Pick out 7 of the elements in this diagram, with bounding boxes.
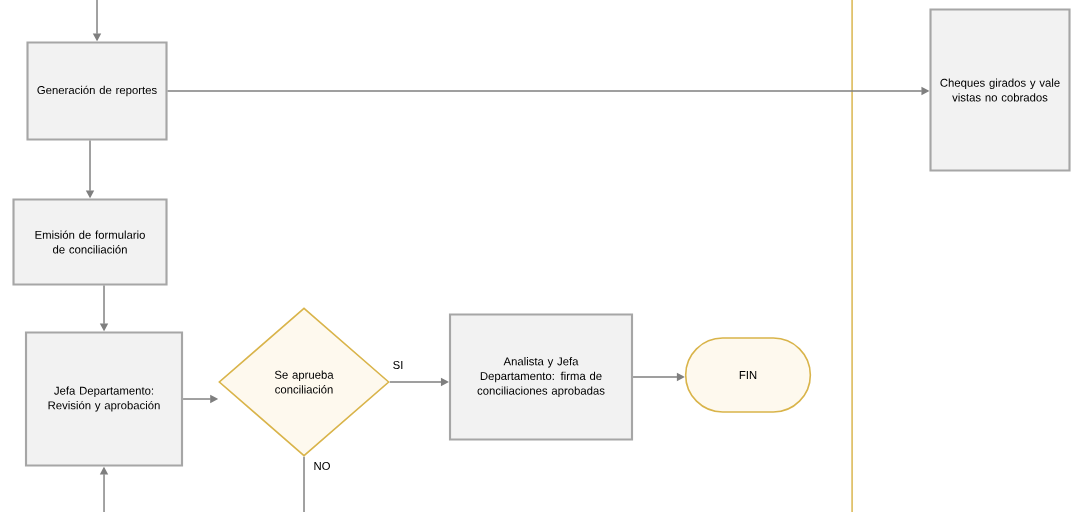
process-box: Generación de reportes [26, 41, 168, 141]
process-box: Cheques girados y vale vistas no cobrados [929, 8, 1071, 172]
edge-label: NO [312, 460, 332, 472]
edge-label: SI [391, 359, 405, 371]
process-box: Jefa Departamento: Revisión y aprobación [24, 331, 184, 467]
process-box: Emisión de formulario de conciliación [12, 198, 168, 286]
process-box: Analista y Jefa Departamento: firma de conciliaciones aprobadas [448, 313, 634, 441]
